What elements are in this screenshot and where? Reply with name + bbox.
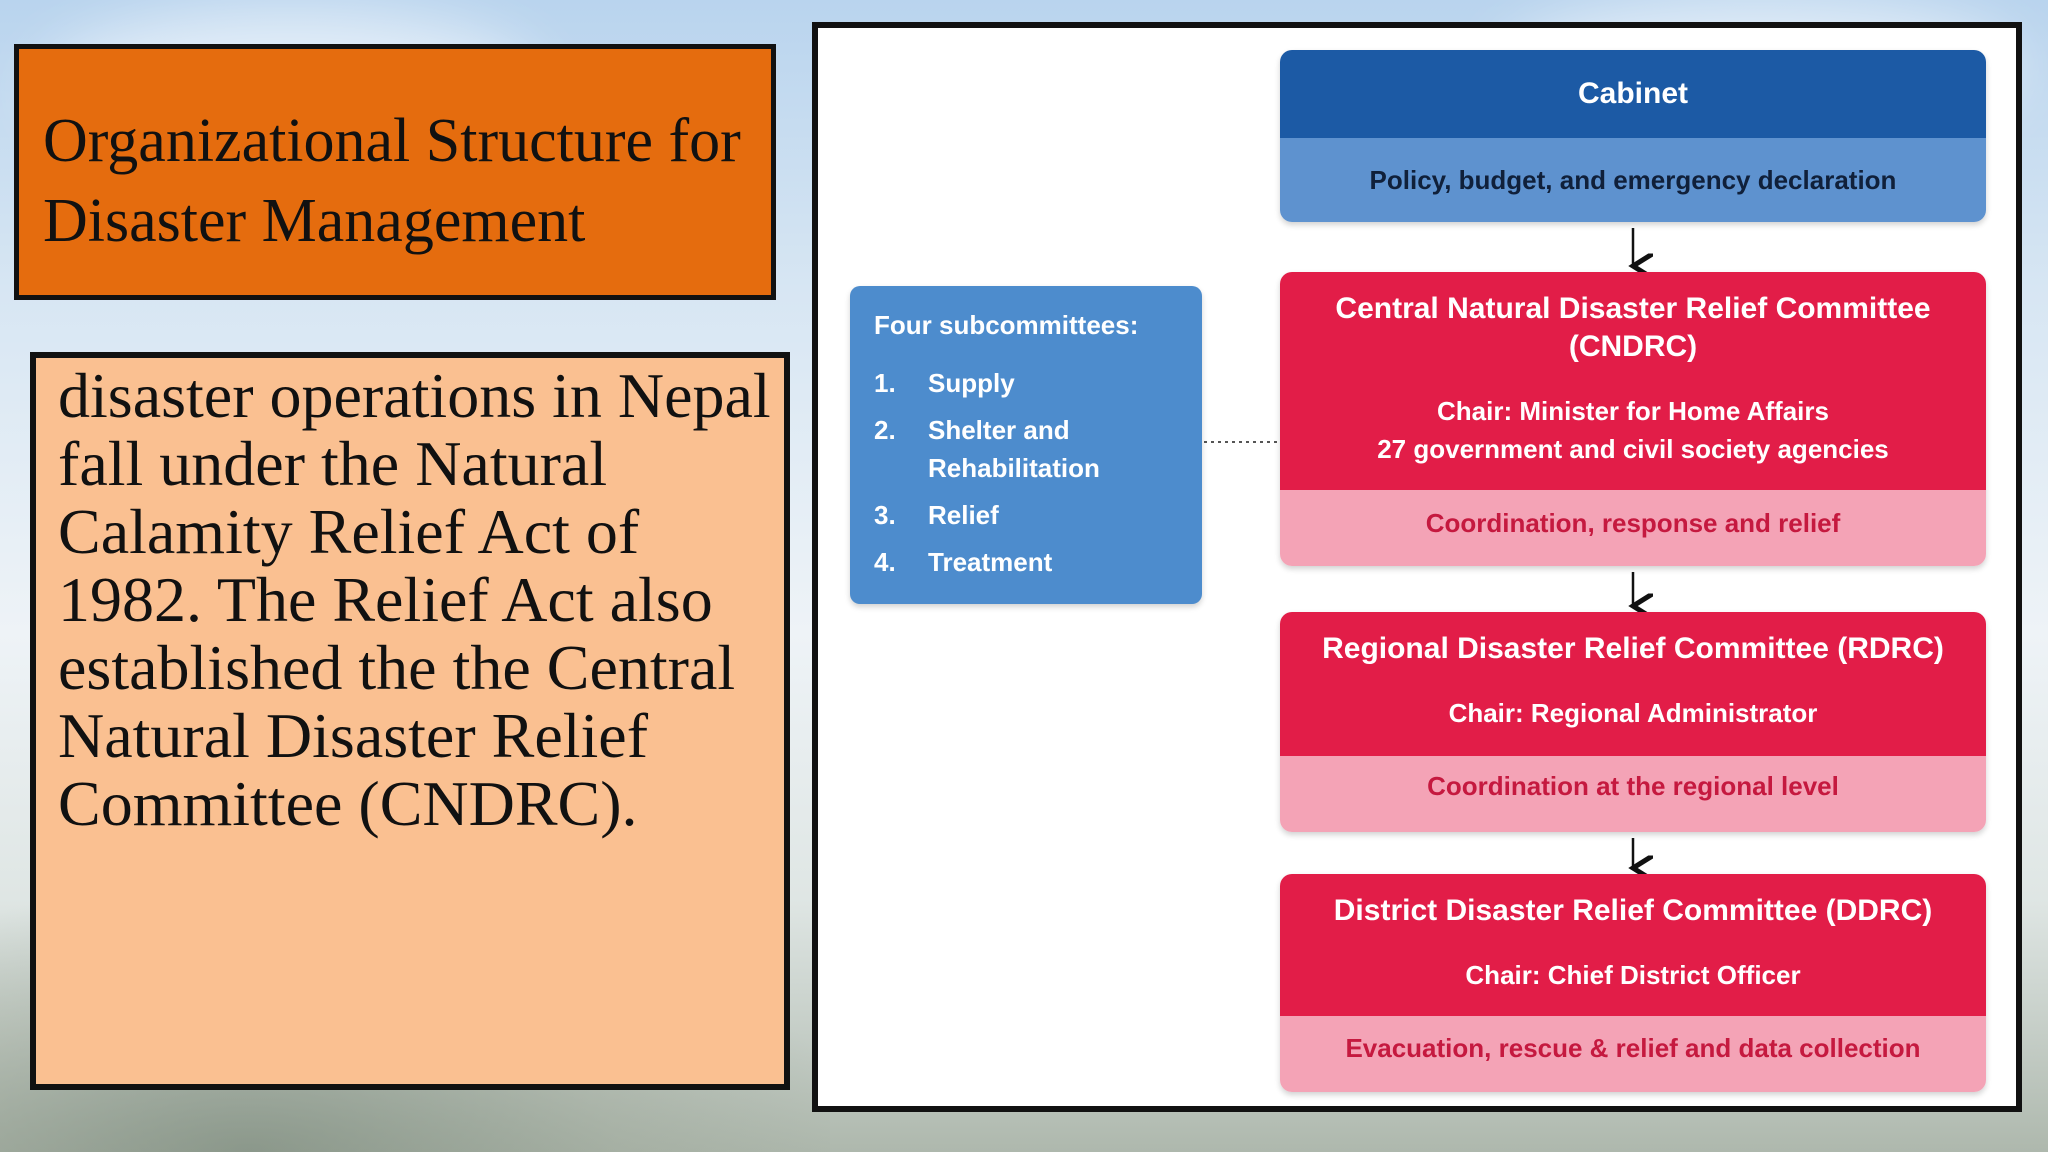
subcommittee-label: Relief xyxy=(928,500,999,530)
slide-body-box: disaster operations in Nepal fall under … xyxy=(30,352,790,1090)
rdrc-role: Coordination at the regional level xyxy=(1280,756,1986,832)
ddrc-title: District Disaster Relief Committee (DDRC… xyxy=(1333,894,1933,927)
subcommittee-item: 2. Shelter and Rehabilitation xyxy=(874,411,1202,487)
node-cndrc: Central Natural Disaster Relief Committe… xyxy=(1280,272,1986,566)
subcommittee-label: Treatment xyxy=(928,547,1053,577)
subcommittee-number: 1. xyxy=(874,368,896,398)
node-rdrc: Regional Disaster Relief Committee (RDRC… xyxy=(1280,612,1986,832)
subcommittee-number: 4. xyxy=(874,547,896,577)
rdrc-chair: Chair: Regional Administrator xyxy=(1448,698,1818,728)
rdrc-title: Regional Disaster Relief Committee (RDRC… xyxy=(1322,632,1944,665)
node-subcommittees: Four subcommittees: 1. Supply 2. Shelter… xyxy=(850,286,1202,604)
subcommittee-number: 2. xyxy=(874,415,896,445)
cndrc-role: Coordination, response and relief xyxy=(1280,490,1986,566)
cabinet-title: Cabinet xyxy=(1280,50,1986,138)
subcommittee-item: 3. Relief xyxy=(874,496,1202,534)
subcommittee-label: Supply xyxy=(928,368,1015,398)
slide-title: Organizational Structure for Disaster Ma… xyxy=(43,107,741,255)
cndrc-members: 27 government and civil society agencies xyxy=(1377,434,1889,464)
slide-body-text: disaster operations in Nepal fall under … xyxy=(58,360,771,839)
subcommittees-title: Four subcommittees: xyxy=(874,310,1139,340)
ddrc-chair: Chair: Chief District Officer xyxy=(1465,960,1801,990)
org-chart-diagram: Cabinet Policy, budget, and emergency de… xyxy=(812,22,2022,1112)
cndrc-chair: Chair: Minister for Home Affairs xyxy=(1437,396,1829,426)
node-cabinet: Cabinet Policy, budget, and emergency de… xyxy=(1280,50,1986,222)
subcommittee-number: 3. xyxy=(874,500,896,530)
slide-title-box: Organizational Structure for Disaster Ma… xyxy=(14,44,776,300)
subcommittee-item: 1. Supply xyxy=(874,364,1202,402)
diagram-connectors xyxy=(1204,228,2016,1106)
node-ddrc: District Disaster Relief Committee (DDRC… xyxy=(1280,874,1986,1092)
ddrc-role: Evacuation, rescue & relief and data col… xyxy=(1280,1016,1986,1092)
cndrc-title: Central Natural Disaster Relief Committe… xyxy=(1335,292,1931,363)
subcommittee-item: 4. Treatment xyxy=(874,543,1202,581)
subcommittee-label: Shelter and Rehabilitation xyxy=(928,415,1100,483)
cabinet-role: Policy, budget, and emergency declaratio… xyxy=(1280,138,1986,222)
